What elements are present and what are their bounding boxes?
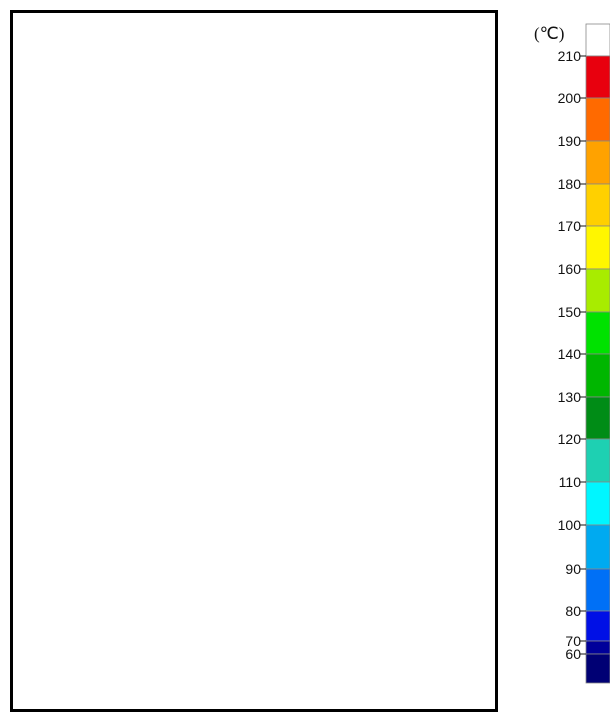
colorbar-tick-label-80: 80 [565, 603, 581, 619]
colorbar-band-160-170 [585, 225, 610, 270]
colorbar-band-170-180 [585, 183, 610, 227]
colorbar-tick-label-70: 70 [565, 633, 581, 649]
colorbar-tick-label-110: 110 [559, 474, 582, 490]
colorbar-band-180-190 [585, 140, 610, 185]
colorbar-band-150-160 [585, 268, 610, 313]
colorbar-unit-label: (℃) [534, 24, 565, 43]
colorbar-tick-label-160: 160 [558, 261, 582, 277]
colorbar-legend: (℃) 210 200 190 180 170 160 150 140 130 120 110 100… [520, 14, 610, 714]
colorbar-tick-label-210: 210 [558, 48, 582, 64]
colorbar-tick-label-100: 100 [558, 517, 582, 533]
colorbar-band-55-60 [585, 653, 610, 684]
colorbar: 210 200 190 180 170 160 150 140 130 120 110 100 90 80… [558, 23, 610, 684]
colorbar-tick-label-190: 190 [558, 133, 582, 149]
colorbar-band-70-80 [585, 610, 610, 642]
colorbar-band-130-140 [585, 353, 610, 398]
colorbar-tick-label-170: 170 [558, 218, 582, 234]
colorbar-band-190-200 [585, 97, 610, 142]
colorbar-band-60-70 [585, 640, 610, 655]
colorbar-band-140-150 [585, 311, 610, 355]
colorbar-band-100-110 [585, 481, 610, 526]
colorbar-tick-label-90: 90 [565, 561, 581, 577]
colorbar-band-90-100 [585, 524, 610, 570]
colorbar-tick-label-120: 120 [558, 431, 582, 447]
colorbar-band-120-130 [585, 396, 610, 440]
colorbar-tick-label-130: 130 [558, 389, 582, 405]
colorbar-tick-label-140: 140 [558, 346, 582, 362]
colorbar-band-210-220 [585, 23, 610, 57]
colorbar-tick-label-200: 200 [558, 90, 582, 106]
colorbar-band-110-120 [585, 438, 610, 483]
colorbar-band-200-210 [585, 55, 610, 99]
colorbar-tick-label-60: 60 [565, 646, 581, 662]
plot-area [10, 10, 498, 712]
colorbar-tick-label-150: 150 [558, 304, 582, 320]
colorbar-tick-label-180: 180 [558, 176, 582, 192]
colorbar-band-80-90 [585, 568, 610, 612]
